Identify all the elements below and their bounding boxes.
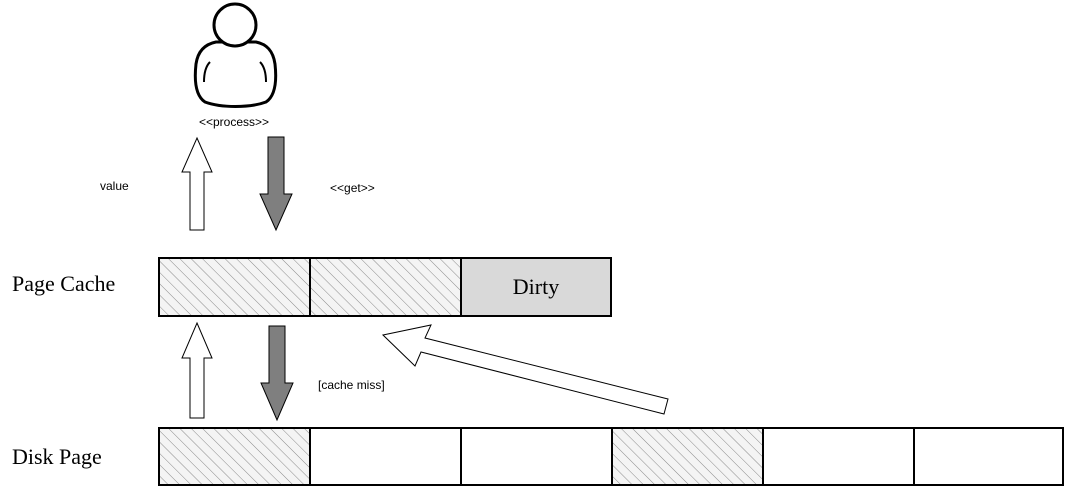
person-icon: [193, 2, 278, 108]
cache-miss-label: [cache miss]: [318, 378, 385, 392]
diagonal-load-arrow: [381, 324, 669, 415]
value-up-arrow: [181, 136, 213, 231]
process-label: <<process>>: [199, 115, 269, 129]
disk-page-row: [158, 427, 1064, 486]
page-cache-cell-dirty: [460, 257, 612, 317]
disk-page-cell: [913, 427, 1064, 486]
disk-page-cell: [309, 427, 462, 486]
page-cache-label: Page Cache: [12, 271, 115, 296]
disk-page-cell: [611, 427, 764, 486]
get-down-arrow: [259, 136, 293, 232]
disk-page-label: Disk Page: [12, 444, 102, 469]
cache-miss-down-arrow: [260, 325, 294, 422]
disk-page-cell: [460, 427, 613, 486]
load-up-arrow: [181, 321, 213, 419]
page-cache-cell: [309, 257, 462, 317]
value-label: value: [100, 179, 129, 193]
page-cache-cell: [158, 257, 311, 317]
disk-page-cell: [762, 427, 915, 486]
dirty-label: Dirty: [513, 274, 559, 299]
get-label: <<get>>: [330, 181, 375, 195]
page-cache-row: Dirty: [158, 257, 612, 317]
disk-page-cell: [158, 427, 311, 486]
